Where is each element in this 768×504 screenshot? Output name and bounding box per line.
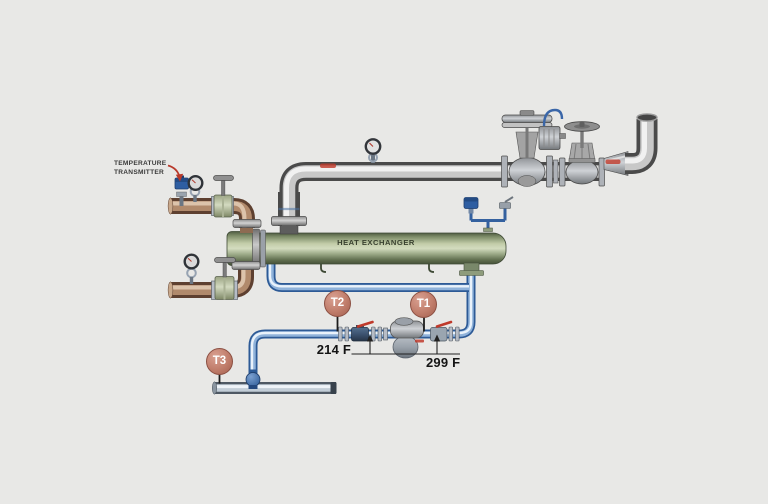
- callout-line-1: TEMPERATURE: [114, 160, 167, 167]
- process-outlet-pipe: [167, 174, 262, 233]
- heat-exchanger-label: HEAT EXCHANGER: [337, 238, 415, 247]
- brand-mark: [415, 339, 424, 343]
- pressure-gauge: [183, 253, 200, 284]
- marker-t1: T1: [410, 291, 437, 318]
- brand-mark: [605, 159, 621, 164]
- steam-supply-riser-elbow: [603, 113, 658, 176]
- callout-arrow-icon: [167, 164, 184, 182]
- callout-line-2: TRANSMITTER: [114, 169, 165, 176]
- isolation-valve: [211, 175, 234, 218]
- support-hook: [428, 264, 435, 273]
- trap-inlet-valve: [351, 320, 374, 342]
- signal-tube: [542, 108, 564, 127]
- outlet-nozzle: [463, 262, 480, 272]
- isolation-valve: [211, 257, 238, 300]
- support-hook: [320, 264, 327, 273]
- control-valve: [501, 108, 566, 188]
- red-lever-handle: [435, 320, 453, 328]
- temperature-value-downstream: 214 F: [316, 342, 351, 357]
- temperature-value-upstream: 299 F: [426, 355, 461, 370]
- gate-valve: [553, 121, 605, 187]
- trap-station: [338, 317, 460, 359]
- brand-mark: [320, 163, 336, 168]
- pressure-gauge: [364, 138, 382, 163]
- steam-inlet-pipe: [271, 138, 604, 226]
- flange-ring: [260, 229, 266, 268]
- dimension-lines: [351, 334, 460, 355]
- marker-t3: T3: [206, 348, 233, 375]
- condensate-return-header: [212, 381, 337, 395]
- process-inlet-pipe: [167, 253, 261, 300]
- vent-valve: [499, 202, 511, 209]
- vessel-temperature-transmitter: [463, 196, 514, 232]
- marker-t2: T2: [324, 290, 351, 317]
- union-ball-joint: [245, 369, 261, 389]
- red-lever-handle: [356, 320, 374, 328]
- valve-handle: [214, 257, 236, 263]
- pressure-gauge: [187, 174, 204, 202]
- marker-stems: [218, 316, 425, 384]
- temperature-transmitter-callout: TEMPERATURE TRANSMITTER: [114, 159, 174, 177]
- valve-handle: [213, 175, 234, 181]
